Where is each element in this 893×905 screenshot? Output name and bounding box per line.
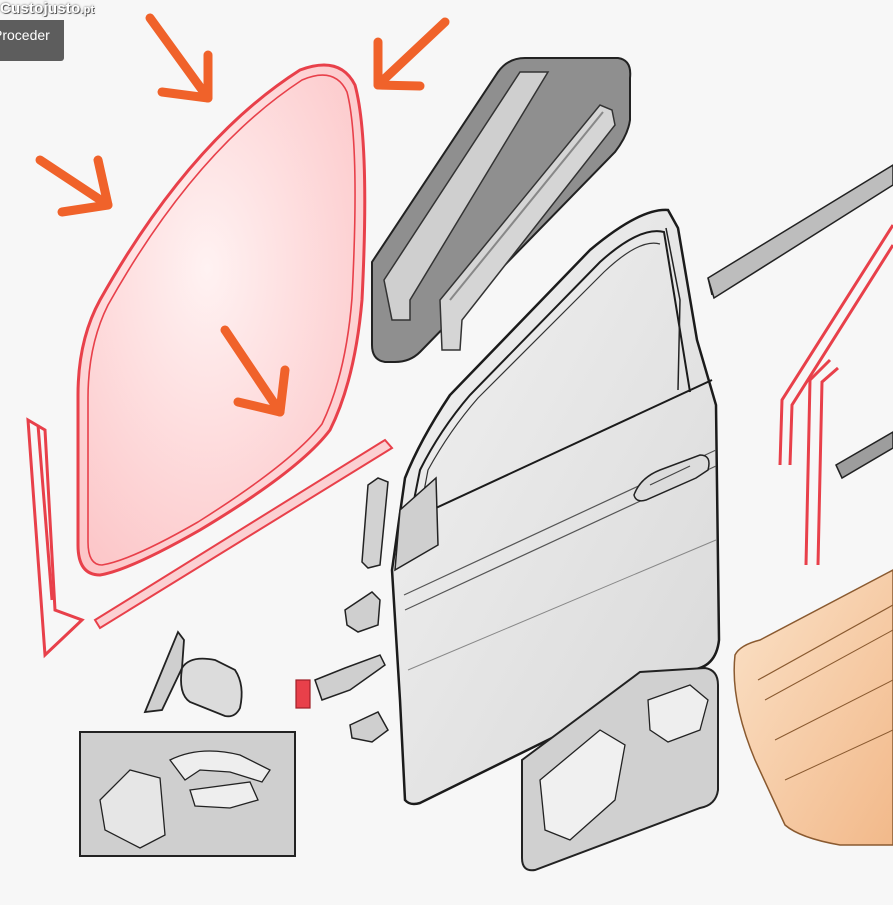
- site-watermark: Custojusto.pt: [0, 0, 94, 17]
- door-shell: [390, 208, 721, 806]
- arrow-icon: [145, 13, 213, 103]
- door-trim-panel: [733, 569, 893, 846]
- window-belt-strip: [707, 164, 893, 480]
- proceed-button-label: Proceder: [0, 27, 50, 43]
- arrow-icon: [220, 325, 290, 417]
- door-seal-highlight: [76, 63, 367, 577]
- lock-handle-box: [79, 731, 296, 857]
- side-mirror: [143, 630, 243, 718]
- arrow-icon: [373, 17, 450, 91]
- arrow-icon: [35, 155, 113, 217]
- glass-run-channel: [778, 224, 893, 566]
- proceed-button[interactable]: Proceder: [0, 20, 64, 61]
- window-glass-panel: [371, 57, 632, 363]
- belt-weatherstrip: [93, 438, 394, 630]
- door-hinges: [314, 591, 389, 743]
- b-pillar-bracket: [361, 477, 389, 569]
- rubber-bumper: [295, 679, 311, 709]
- watermark-suffix: .pt: [80, 4, 95, 16]
- watermark-name: Custojusto: [0, 0, 81, 17]
- a-pillar-seal: [26, 417, 85, 659]
- inner-handle-box: [521, 666, 719, 872]
